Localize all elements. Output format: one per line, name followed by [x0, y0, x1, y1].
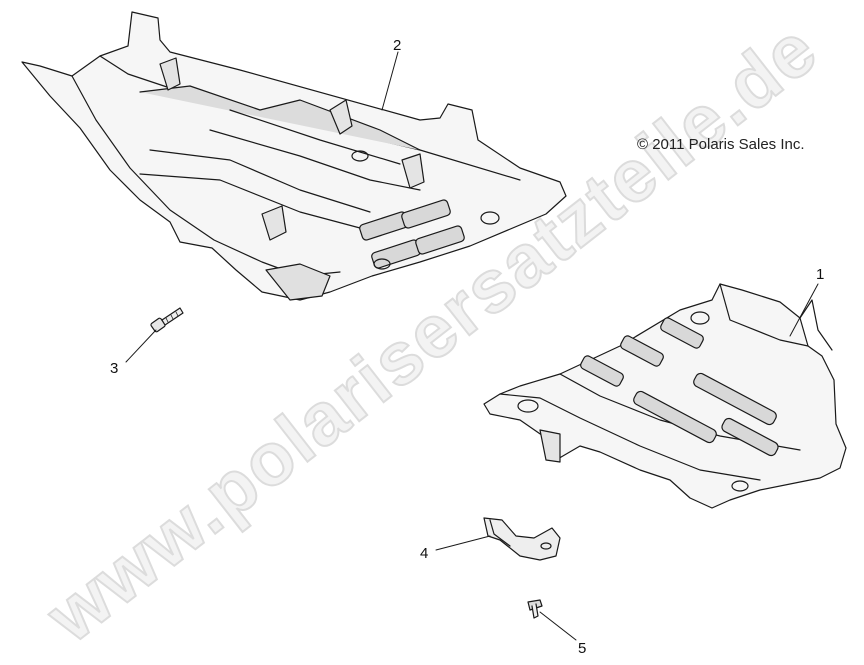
part-1-skid-plate-rear [483, 283, 847, 509]
callout-4: 4 [420, 545, 429, 562]
part-3-bolt [150, 307, 184, 333]
part-5-rivet [527, 599, 543, 619]
leader-lines [125, 51, 819, 641]
callout-5: 5 [578, 640, 587, 657]
part-4-bracket [483, 517, 561, 561]
callout-1: 1 [816, 266, 825, 283]
copyright-notice: © 2011 Polaris Sales Inc. [637, 136, 805, 153]
callout-3: 3 [110, 360, 119, 377]
callout-2: 2 [393, 37, 402, 54]
part-2-skid-plate-front [21, 11, 567, 301]
